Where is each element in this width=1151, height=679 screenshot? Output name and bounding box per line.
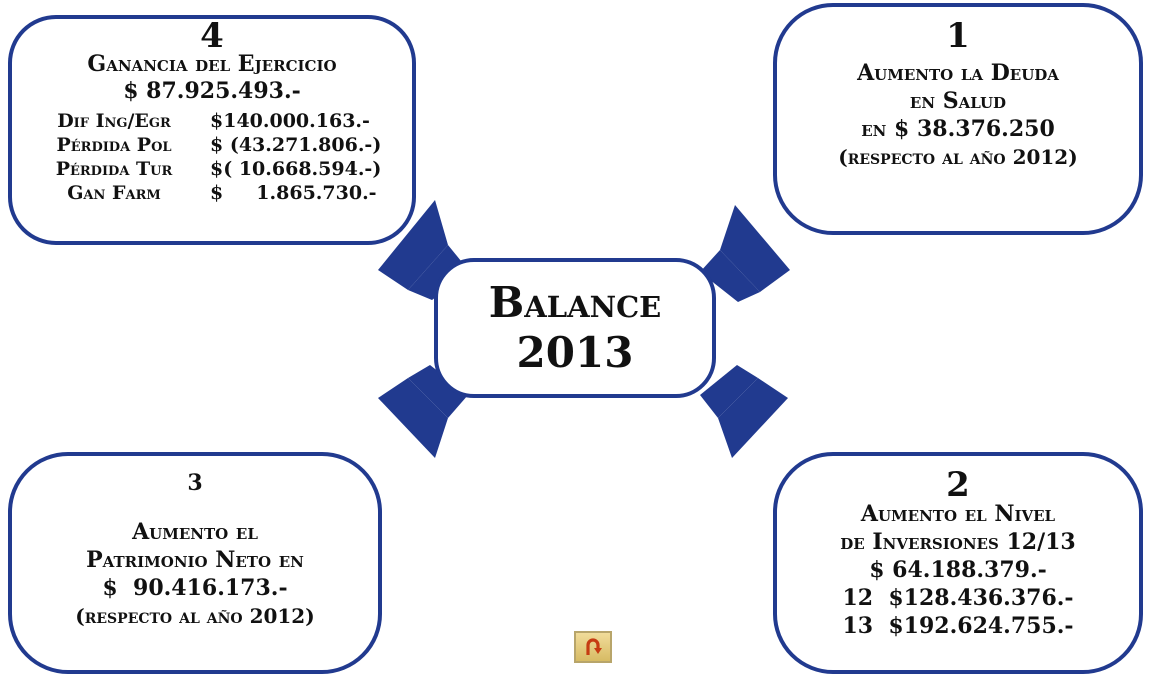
box-ganancia-ejercicio: 4 Ganancia del Ejercicio $ 87.925.493.- …: [8, 15, 416, 245]
box4-title: Ganancia del Ejercicio: [87, 51, 337, 77]
arrow-to-box3: [378, 378, 448, 458]
box3-line4: (respecto al año 2012): [75, 604, 315, 628]
center-year: 2013: [516, 328, 634, 377]
box-nivel-inversiones: 2 Aumento el Nivel de Inversiones 12/13 …: [773, 452, 1143, 674]
box2-number: 2: [946, 465, 970, 505]
box4-row-value: $140.000.163.-: [210, 110, 370, 132]
u-turn-arrow-icon: [586, 638, 602, 655]
arrow-to-box2: [718, 378, 788, 458]
box4-row-value: $ 1.865.730.-: [210, 182, 377, 204]
box-deuda-salud: 1 Aumento la Deuda en Salud en $ 38.376.…: [773, 3, 1143, 235]
box3-line1: Aumento el: [132, 519, 258, 545]
box4-row-label: Dif Ing/Egr: [57, 110, 171, 132]
arrow-to-box2-tail: [700, 365, 758, 418]
box4-row-label: Pérdida Pol: [56, 134, 172, 156]
box2-line3: $ 64.188.379.-: [869, 557, 1047, 583]
arrow-to-box1: [720, 205, 790, 292]
arrow-to-box4-tail: [408, 245, 470, 300]
box3-number: 3: [187, 470, 203, 496]
arrow-to-box4: [378, 200, 448, 290]
box1-number: 1: [946, 16, 970, 56]
center-balance-box: Balance 2013: [434, 258, 716, 398]
box1-line3: en $ 38.376.250: [861, 116, 1055, 142]
box4-amount: $ 87.925.493.-: [123, 78, 301, 104]
box4-row: Pérdida Tur $( 10.668.594.-): [12, 157, 412, 181]
box4-row-label: Gan Farm: [67, 182, 161, 204]
box4-row: Dif Ing/Egr $140.000.163.-: [12, 109, 412, 133]
center-title: Balance: [488, 278, 662, 327]
box-patrimonio-neto: 3 Aumento el Patrimonio Neto en $ 90.416…: [8, 452, 382, 674]
box2-line5: 13 $192.624.755.-: [842, 613, 1074, 639]
box4-row: Gan Farm $ 1.865.730.-: [12, 181, 412, 205]
box4-row-value: $ (43.271.806.-): [210, 134, 382, 156]
arrow-to-box3-tail: [408, 365, 468, 418]
box3-line2: Patrimonio Neto en: [86, 547, 304, 573]
box2-line4: 12 $128.436.376.-: [842, 585, 1074, 611]
return-button[interactable]: [574, 631, 612, 663]
box1-line4: (respecto al año 2012): [838, 145, 1078, 169]
box1-line2: en Salud: [909, 88, 1007, 114]
box4-row-value: $( 10.668.594.-): [210, 158, 382, 180]
box3-line3: $ 90.416.173.-: [102, 575, 288, 601]
box4-row: Pérdida Pol $ (43.271.806.-): [12, 133, 412, 157]
box4-row-label: Pérdida Tur: [55, 158, 173, 180]
box2-line2: de Inversiones 12/13: [840, 529, 1076, 555]
box2-line1: Aumento el Nivel: [860, 501, 1056, 527]
box4-number: 4: [200, 16, 224, 56]
arrow-to-box1-tail: [700, 250, 760, 302]
box1-line1: Aumento la Deuda: [857, 60, 1059, 86]
